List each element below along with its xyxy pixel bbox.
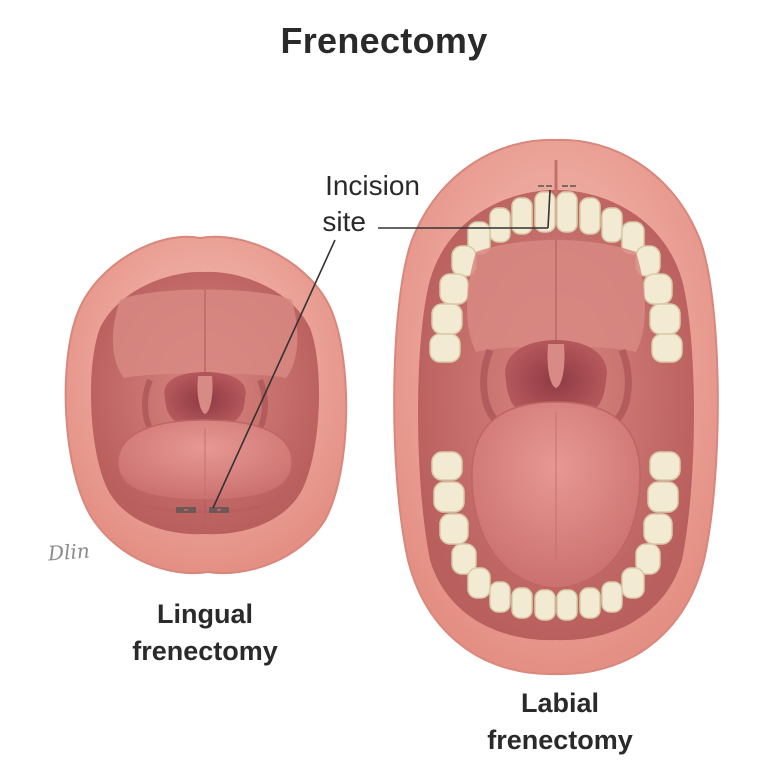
left-incision-marks <box>176 507 229 513</box>
artist-signature: Dlin <box>47 538 91 566</box>
callout-line-1: Incision <box>325 170 420 201</box>
lower-teeth <box>431 451 681 621</box>
right-uvula <box>547 344 565 388</box>
lingual-caption-line-2: frenectomy <box>132 636 278 666</box>
labial-caption: Labial frenectomy <box>455 685 665 759</box>
labial-mouth <box>393 138 719 676</box>
upper-teeth <box>429 191 683 363</box>
callout-line-2: site <box>322 206 366 237</box>
left-uvula <box>197 376 213 414</box>
incision-site-callout: Incision site <box>270 168 420 240</box>
lingual-caption: Lingual frenectomy <box>100 596 310 670</box>
lingual-mouth <box>64 235 348 575</box>
lingual-caption-line-1: Lingual <box>157 599 253 629</box>
diagram-title: Frenectomy <box>280 20 488 61</box>
labial-caption-line-1: Labial <box>520 688 600 718</box>
callout-leader-lines <box>212 189 551 509</box>
labial-caption-line-2: frenectomy <box>487 725 633 755</box>
